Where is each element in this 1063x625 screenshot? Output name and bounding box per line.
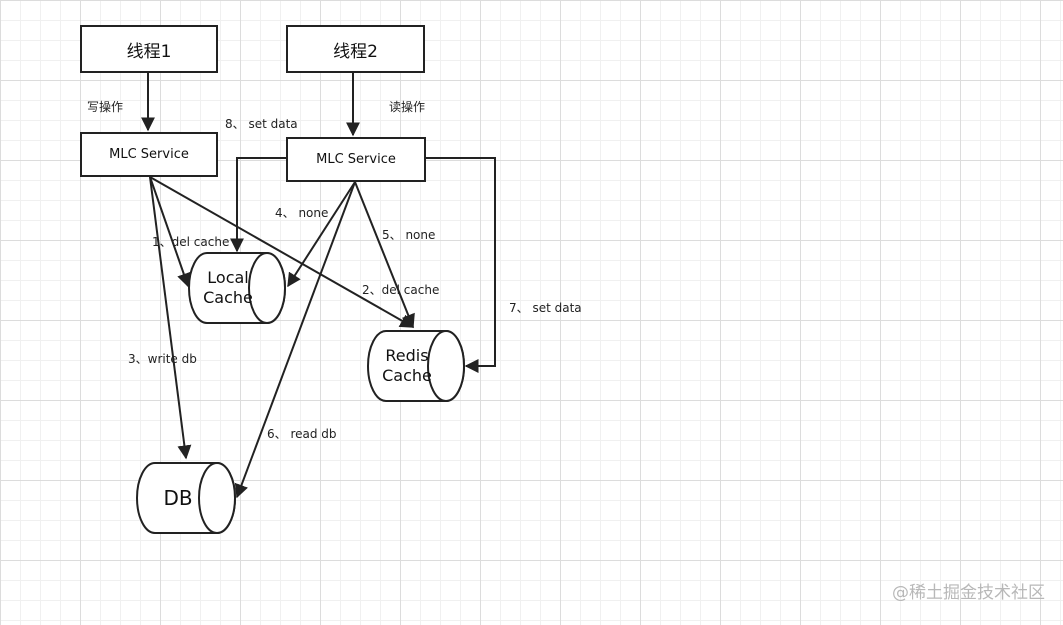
thread1-box: 线程1 bbox=[80, 25, 218, 73]
local-cache-shape bbox=[188, 252, 286, 324]
service-left-label: MLC Service bbox=[109, 147, 189, 162]
label-step4: 4、 none bbox=[275, 206, 329, 220]
edge-step1-del-local bbox=[149, 176, 191, 288]
service-left-box: MLC Service bbox=[80, 132, 218, 177]
watermark: @稀土掘金技术社区 bbox=[892, 583, 1045, 603]
thread1-label: 线程1 bbox=[126, 41, 172, 62]
service-right-box: MLC Service bbox=[286, 137, 426, 182]
label-write-op: 写操作 bbox=[87, 100, 124, 114]
label-step2: 2、del cache bbox=[362, 283, 440, 297]
label-step6: 6、 read db bbox=[267, 427, 337, 441]
db-label: DB bbox=[139, 486, 217, 510]
local-cache-line2: Cache bbox=[203, 288, 253, 307]
edge-step2-del-redis bbox=[149, 176, 415, 328]
edge-step6-read-db bbox=[234, 181, 356, 499]
redis-cache-shape bbox=[367, 330, 465, 402]
edge-step7-set-redis bbox=[426, 157, 496, 373]
thread2-label: 线程2 bbox=[333, 41, 378, 62]
thread2-box: 线程2 bbox=[286, 25, 425, 73]
label-step1: 1、del cache bbox=[152, 235, 230, 249]
edge-step5-none-redis bbox=[354, 181, 415, 329]
redis-cache-label: Redis Cache bbox=[369, 346, 445, 386]
edge-step3-write-db bbox=[149, 176, 192, 460]
redis-cache-line1: Redis bbox=[385, 346, 429, 365]
db-label-text: DB bbox=[163, 486, 193, 510]
edge-step4-none-local bbox=[287, 181, 356, 288]
db-shape bbox=[136, 462, 236, 534]
local-cache-label: Local Cache bbox=[190, 268, 266, 308]
label-step3: 3、write db bbox=[128, 352, 197, 366]
label-read-op: 读操作 bbox=[389, 100, 426, 114]
label-step8: 8、 set data bbox=[225, 117, 298, 131]
service-right-label: MLC Service bbox=[316, 152, 396, 167]
edge-step8-set-local bbox=[230, 157, 287, 253]
label-step7: 7、 set data bbox=[509, 301, 582, 315]
redis-cache-line2: Cache bbox=[382, 366, 432, 385]
label-step5: 5、 none bbox=[382, 228, 436, 242]
local-cache-line1: Local bbox=[207, 268, 249, 287]
